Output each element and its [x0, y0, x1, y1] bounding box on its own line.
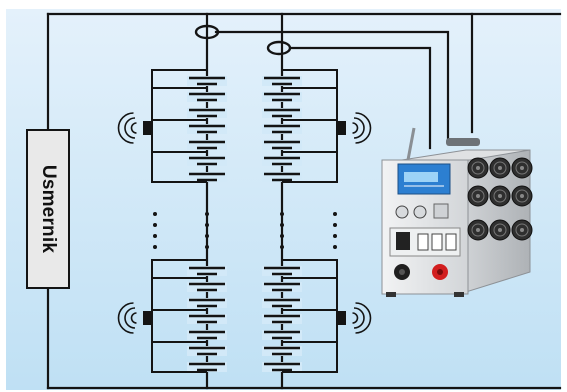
fan-grille [511, 219, 533, 241]
fan-grille [489, 157, 511, 179]
sensor-block [336, 121, 346, 135]
sensor-block [143, 311, 153, 325]
battery-group-1 [117, 69, 227, 183]
battery-cell-icon [262, 346, 302, 356]
fan-grille [467, 219, 489, 241]
fan-grille [489, 185, 511, 207]
battery-cell-icon [187, 156, 227, 166]
battery-cell-icon [262, 92, 302, 102]
vertical-ellipsis-icon [333, 212, 337, 249]
battery-cell-icon [262, 298, 302, 308]
sensor-block [143, 121, 153, 135]
battery-cell-icon [262, 362, 302, 372]
battery-cell-icon [187, 124, 227, 134]
fan-grille [467, 185, 489, 207]
fan-grille [467, 157, 489, 179]
battery-cell-icon [187, 92, 227, 102]
wireless-signal-icon [352, 302, 372, 334]
vertical-ellipsis-icon [153, 212, 157, 249]
sense-wire-1 [214, 30, 450, 142]
wireless-signal-icon [117, 112, 137, 144]
current-clamp-2 [266, 40, 292, 56]
battery-cell-icon [187, 172, 227, 182]
vertical-ellipsis-icon [205, 212, 209, 249]
battery-group-2 [262, 69, 372, 183]
battery-cell-icon [187, 76, 227, 86]
vertical-ellipsis-icon [280, 212, 284, 249]
battery-cell-icon [187, 330, 227, 340]
battery-load-tester-icon [381, 127, 533, 297]
rectifier-box [26, 129, 70, 289]
battery-cell-icon [262, 156, 302, 166]
wireless-signal-icon [117, 302, 137, 334]
battery-cell-icon [187, 362, 227, 372]
wireless-signal-icon [352, 112, 372, 144]
battery-cell-icon [262, 76, 302, 86]
battery-cell-icon [262, 314, 302, 324]
fan-grille [511, 157, 533, 179]
battery-cell-icon [187, 266, 227, 276]
battery-group-4 [262, 259, 372, 373]
fan-grille [511, 185, 533, 207]
battery-cell-icon [262, 330, 302, 340]
battery-cell-icon [262, 108, 302, 118]
battery-cell-icon [187, 298, 227, 308]
battery-group-3 [117, 259, 227, 373]
sensor-block [336, 311, 346, 325]
battery-cell-icon [187, 314, 227, 324]
battery-cell-icon [187, 140, 227, 150]
battery-cell-icon [262, 124, 302, 134]
battery-cell-icon [262, 266, 302, 276]
sense-wire-2 [288, 46, 432, 150]
battery-cell-icon [262, 140, 302, 150]
battery-cell-icon [187, 108, 227, 118]
battery-cell-icon [262, 282, 302, 292]
fan-grille [489, 219, 511, 241]
current-clamp-1 [194, 24, 220, 40]
battery-cell-icon [187, 282, 227, 292]
battery-cell-icon [262, 172, 302, 182]
battery-cell-icon [187, 346, 227, 356]
